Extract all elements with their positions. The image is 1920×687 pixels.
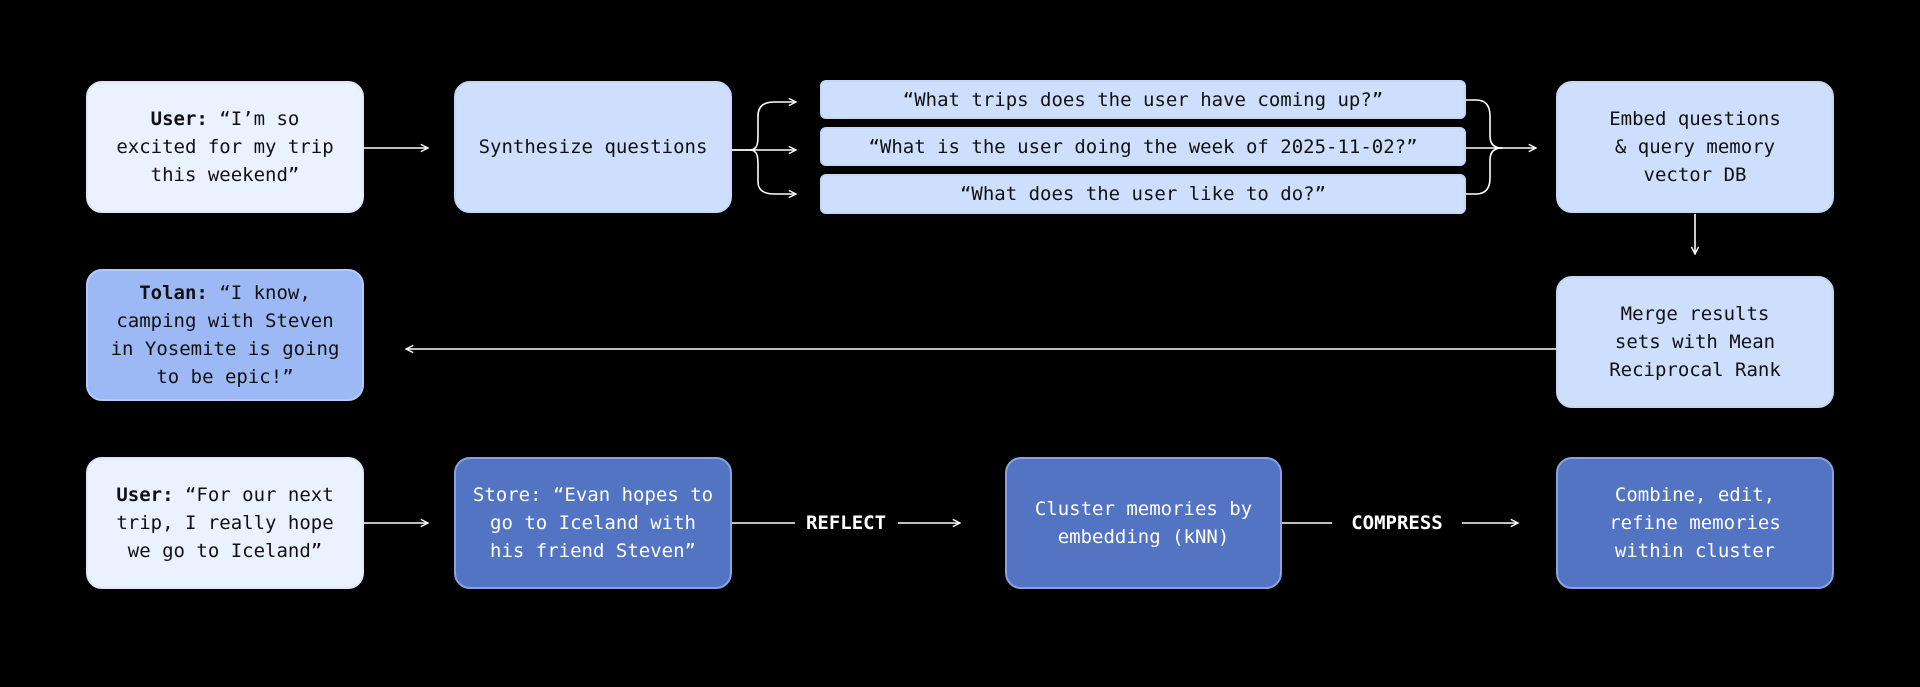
cluster-memories-label: Cluster memories by embedding (kNN) (1034, 498, 1253, 548)
store-memory-label: Store: “Evan hopes to go to Iceland with… (472, 484, 714, 562)
combine-memories-box: Combine, edit, refine memories within cl… (1556, 457, 1834, 589)
fan-in-connector (1466, 99, 1536, 148)
user-message-2-text: “For our next trip, I really hope we go … (116, 484, 334, 562)
merge-results-box: Merge results sets with Mean Reciprocal … (1556, 276, 1834, 408)
question-text-2: “What is the user doing the week of 2025… (868, 135, 1418, 158)
user-message-box: User: “I’m so excited for my trip this w… (86, 81, 364, 213)
fan-out-connector (732, 102, 796, 151)
reflect-label: REFLECT (805, 512, 887, 534)
user-speaker-label: User: (150, 108, 208, 130)
cluster-memories-box: Cluster memories by embedding (kNN) (1005, 457, 1282, 589)
compress-label: COMPRESS (1351, 512, 1443, 534)
tolan-response-box: Tolan: “I know, camping with Steven in Y… (86, 269, 364, 401)
tolan-speaker-label: Tolan: (139, 282, 208, 304)
question-box-1: “What trips does the user have coming up… (820, 80, 1466, 119)
combine-memories-label: Combine, edit, refine memories within cl… (1609, 484, 1781, 562)
question-text-1: “What trips does the user have coming up… (902, 88, 1384, 111)
store-memory-box: Store: “Evan hopes to go to Iceland with… (454, 457, 732, 589)
question-box-3: “What does the user like to do?” (820, 174, 1466, 214)
user-message-2-box: User: “For our next trip, I really hope … (86, 457, 364, 589)
merge-results-label: Merge results sets with Mean Reciprocal … (1609, 303, 1781, 381)
question-box-2: “What is the user doing the week of 2025… (820, 127, 1466, 166)
user-speaker-label-2: User: (116, 484, 174, 506)
synthesize-questions-label: Synthesize questions (478, 136, 708, 158)
question-text-3: “What does the user like to do?” (959, 183, 1327, 205)
embed-query-label: Embed questions & query memory vector DB (1609, 108, 1781, 186)
user-message-text: “I’m so excited for my trip this weekend… (116, 108, 334, 186)
synthesize-questions-box: Synthesize questions (454, 81, 732, 213)
embed-query-box: Embed questions & query memory vector DB (1556, 81, 1834, 213)
tolan-response-text: “I know, camping with Steven in Yosemite… (110, 282, 340, 388)
